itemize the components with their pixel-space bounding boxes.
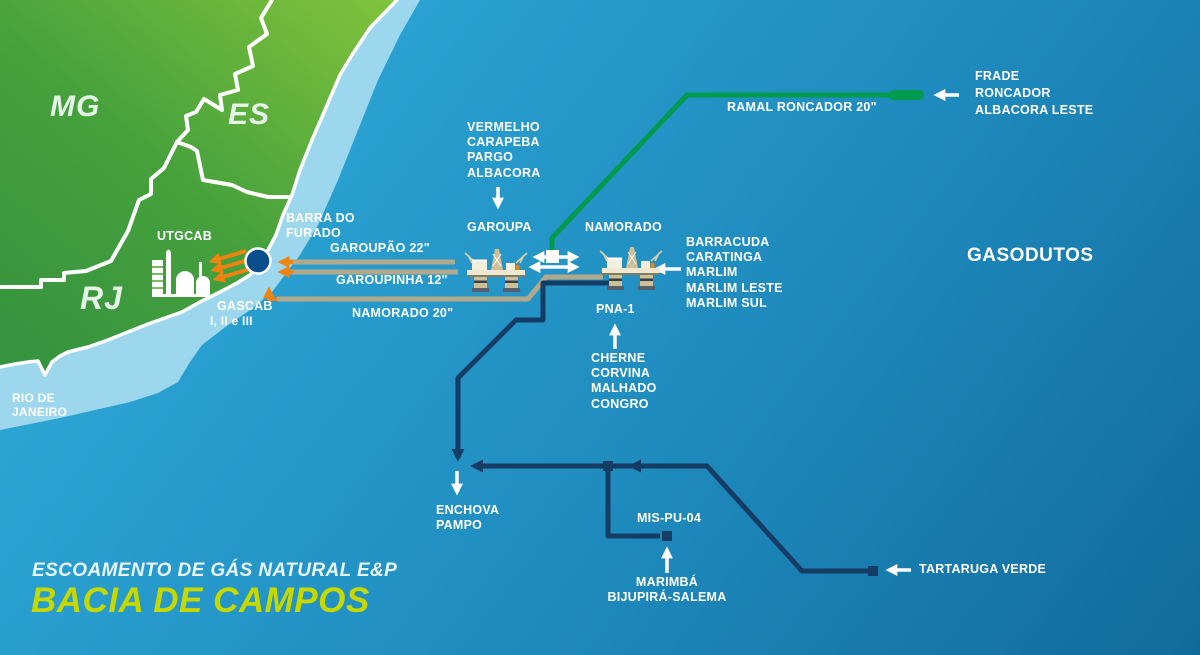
label-pna1: PNA-1 [596,302,635,316]
label-pipeline-garoupao: GAROUPÃO 22" [330,241,430,255]
field-item: CARAPEBA [467,135,540,150]
field-item: MARLIM [686,265,738,280]
label-rio-de-janeiro: RIO DE JANEIRO [12,391,67,419]
label-mispu04: MIS-PU-04 [637,511,702,525]
ramal-roncador-thick-segment [888,90,924,100]
field-item: MARLIM LESTE [686,280,783,295]
node-mispu04 [662,531,672,541]
label-gascab: GASCAB [217,299,273,313]
field-item: CORVINA [591,366,651,381]
navy-from-tartaruga [608,463,872,574]
label-utgcab: UTGCAB [157,229,212,243]
coastal-band [0,0,420,430]
field-item: FRADE [975,69,1020,83]
page-subtitle: ESCOAMENTO DE GÁS NATURAL E&P [32,560,398,581]
platform-namorado-icon [599,247,663,290]
field-item: CONGRO [591,396,649,411]
label-pipeline-garoupinha: GAROUPINHA 12" [336,273,448,287]
node-tartaruga [868,566,878,576]
pipelines-tan [277,259,603,302]
orange-land-arrow-2 [210,258,249,274]
state-label-rj: RJ [80,280,123,316]
label-platform-garoupa: GAROUPA [467,220,532,234]
field-item: ALBACORA LESTE [975,103,1094,117]
field-item: MARIMBÁ [635,575,699,589]
pipeline-nodes [603,461,878,576]
land [0,0,397,375]
ramal-roncador-path [549,92,890,256]
orange-land-arrow-3 [212,267,251,283]
label-platform-namorado: NAMORADO [585,220,662,234]
border-es-rj [175,140,291,199]
label-rio-line2: JANEIRO [12,405,68,419]
label-gasodutos: GASODUTOS [967,245,1094,266]
field-item: MALHADO [591,381,657,396]
landing-point-barra-do-furado [244,247,272,275]
pipelines-navy [451,280,872,574]
field-item: RONCADOR [975,86,1051,100]
state-label-mg: MG [50,90,101,123]
label-pipeline-ramal-roncador: RAMAL RONCADOR 20" [727,100,877,114]
node-garoupa-namorado-junction [546,250,559,263]
field-list-namorado: BARRACUDA CARATINGA MARLIM MARLIM LESTE … [686,235,783,311]
field-item: CHERNE [591,351,646,365]
field-list-ramal: FRADE RONCADOR ALBACORA LESTE [975,68,1093,119]
field-item: PARGO [467,150,514,165]
field-item: CARATINGA [686,250,763,265]
label-barra-do-furado: BARRA DO FURADO [286,211,355,241]
field-list-marimba: MARIMBÁ BIJUPIRÁ-SALEMA [577,575,757,605]
field-item: VERMELHO [467,120,540,134]
label-rio-line1: RIO DE [12,391,55,405]
state-label-es: ES [228,98,271,131]
field-item: ALBACORA [467,165,541,180]
border-mg-rj [0,140,179,289]
platform-garoupa-icon [464,249,528,292]
field-list-garoupa: VERMELHO CARAPEBA PARGO ALBACORA [467,120,541,181]
field-item: BIJUPIRÁ-SALEMA [607,590,727,605]
page-title: BACIA DE CAMPOS [31,581,370,620]
border-mg-es [175,0,274,144]
navy-branch-mispu04 [605,466,660,539]
label-barra-line1: BARRA DO [286,211,355,225]
label-gascab-units: I, II e III [210,314,253,328]
white-arrows [451,89,959,576]
orange-land-arrow-1 [208,249,247,265]
coastline [0,0,399,377]
field-list-enchova: ENCHOVA PAMPO [436,503,499,533]
label-barra-line2: FURADO [286,226,341,241]
gas-plant-icon [152,249,210,297]
label-tartaruga-verde: TARTARUGA VERDE [919,562,1047,576]
pipeline-ramal-roncador [549,92,890,256]
field-item: BARRACUDA [686,235,770,249]
field-item: PAMPO [436,518,483,533]
field-item: MARLIM SUL [686,295,767,310]
state-borders [0,0,291,289]
field-list-pna1: CHERNE CORVINA MALHADO CONGRO [591,351,657,412]
orange-gascab-riser [263,286,277,301]
orange-arrows [208,249,293,301]
pipeline-namorado [277,274,603,302]
label-pipeline-namorado: NAMORADO 20" [352,306,454,320]
navy-namorado-to-enchova [451,280,612,462]
field-item: ENCHOVA [436,503,500,517]
node-junction [603,461,613,471]
